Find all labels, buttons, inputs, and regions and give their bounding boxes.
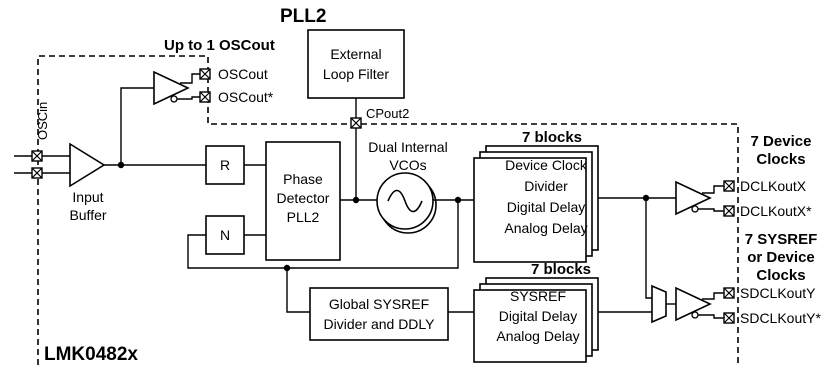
- chip-boundary: [37, 55, 739, 365]
- oscin-n-pin: [31, 167, 43, 179]
- dev-div-label-4: Analog Delay: [504, 220, 587, 236]
- sdclkout-buffer-bubble: [691, 311, 699, 319]
- loop-filter-label-1: External: [330, 46, 381, 62]
- output-mux: [651, 284, 667, 324]
- device-clock-to-mux-wire: [645, 198, 652, 299]
- sysref-blk-label-3: Analog Delay: [496, 328, 579, 344]
- pd-label-3: PLL2: [287, 209, 320, 225]
- oscout-buffer-triangle: [153, 70, 190, 106]
- dev-div-label-2: Divider: [524, 178, 568, 194]
- global-sysref-label-2: Divider and DDLY: [323, 316, 435, 332]
- device-clocks-label-1: 7 Device: [751, 133, 812, 150]
- oscin-p-pin: [31, 150, 43, 162]
- vco-output-junction-dot: [454, 196, 462, 204]
- oscout-label: OSCout: [218, 66, 268, 82]
- dclkoutx-star-label: DCLKoutX*: [740, 203, 812, 219]
- dclkoutx-pin: [723, 180, 735, 192]
- device-name-label: LMK0482x: [44, 344, 138, 365]
- n-divider-label: N: [220, 227, 230, 243]
- oscout-count-label: Up to 1 OSCout: [164, 37, 275, 54]
- sdclkouty-star-pin: [723, 312, 735, 324]
- r-divider-label: R: [220, 157, 230, 173]
- n-feedback-wire: [187, 200, 459, 269]
- dev-div-label-1: Device Clock: [505, 157, 588, 173]
- sysref-clocks-label-3: Clocks: [756, 267, 805, 284]
- vco-symbol: [376, 172, 437, 234]
- sysref-blk-label-2: Digital Delay: [499, 308, 578, 324]
- dclkoutx-star-pin: [723, 205, 735, 217]
- oscout-p-wire: [180, 73, 200, 84]
- pd-label-1: Phase: [283, 171, 323, 187]
- phase-detector-block: [265, 141, 341, 261]
- sysref-clocks-label-1: 7 SYSREF: [745, 231, 818, 248]
- oscout-feed-wire: [120, 87, 154, 165]
- device-clock-divider-stack: [473, 145, 599, 263]
- dclkout-n-wire: [698, 208, 724, 212]
- device-clocks-label-2: Clocks: [756, 151, 805, 168]
- dclkoutx-label: DCLKoutX: [740, 178, 807, 194]
- input-buffer-triangle: [69, 142, 106, 188]
- r-divider-block: [205, 145, 245, 185]
- sdclkouty-star-label: SDCLKoutY*: [740, 310, 821, 326]
- sysref-block-stack: [473, 277, 599, 363]
- vco-label-1: Dual Internal: [368, 139, 447, 155]
- cpout2-label: CPout2: [366, 106, 409, 121]
- external-loop-filter-block: [307, 29, 405, 99]
- loop-filter-label-2: Loop Filter: [323, 66, 389, 82]
- pll2-title: PLL2: [280, 6, 326, 27]
- oscout-n-wire: [177, 96, 200, 100]
- sdclkouty-pin: [723, 287, 735, 299]
- pd-vco-junction-dot: [352, 196, 360, 204]
- sysref-clocks-label-2: or Device: [747, 249, 815, 266]
- input-buffer-label-1: Input: [72, 189, 103, 205]
- dclkout-p-wire: [702, 185, 724, 194]
- input-buffer-label-2: Buffer: [69, 207, 106, 223]
- sdclkouty-label: SDCLKoutY: [740, 285, 816, 301]
- pd-label-2: Detector: [277, 190, 330, 206]
- seven-blocks-top-label: 7 blocks: [522, 129, 582, 146]
- dclkout-buffer-bubble: [691, 205, 699, 213]
- dev-div-label-3: Digital Delay: [507, 199, 586, 215]
- cpout2-pin: [350, 117, 362, 129]
- vco-label-2: VCOs: [389, 157, 426, 173]
- sdclkout-p-wire: [702, 292, 724, 300]
- oscin-label: OSCin: [35, 102, 50, 140]
- oscout-p-pin: [199, 68, 211, 80]
- sdclkout-n-wire: [698, 314, 724, 319]
- seven-blocks-bottom-label: 7 blocks: [531, 261, 591, 278]
- sysref-blk-label-1: SYSREF: [510, 288, 566, 304]
- oscout-star-label: OSCout*: [218, 89, 274, 105]
- oscout-buffer-bubble: [170, 95, 178, 103]
- global-sysref-label-1: Global SYSREF: [329, 296, 429, 312]
- vco-to-global-sysref-wire: [286, 268, 310, 313]
- oscout-n-pin: [199, 91, 211, 103]
- global-sysref-divider-block: [309, 287, 449, 341]
